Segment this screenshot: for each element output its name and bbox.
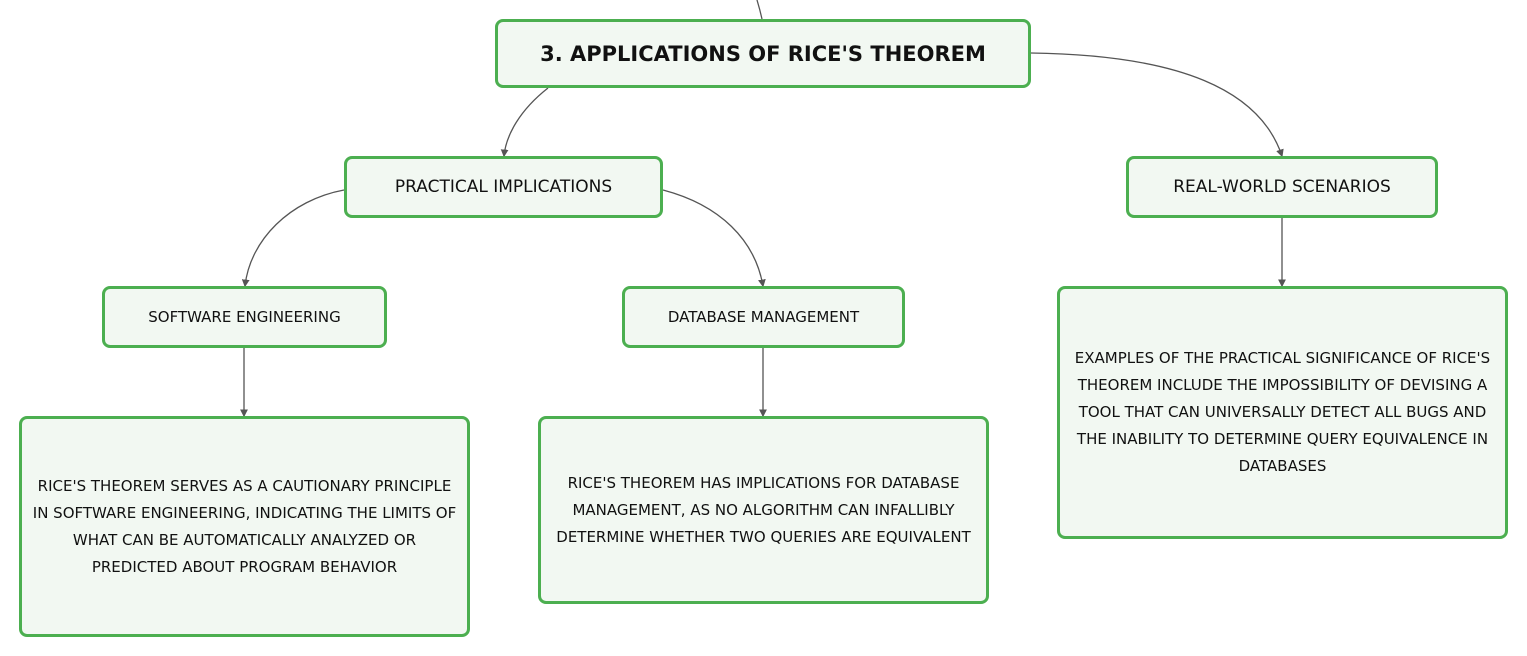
node-database-management-label: DATABASE MANAGEMENT [667, 308, 860, 326]
node-practical-implications[interactable]: PRACTICAL IMPLICATIONS [344, 156, 663, 218]
node-software-engineering-detail[interactable]: RICE'S THEOREM SERVES AS A CAUTIONARY PR… [19, 416, 470, 637]
connector-root-to-practical [500, 87, 549, 158]
node-software-engineering-label: SOFTWARE ENGINEERING [148, 308, 341, 326]
root-node[interactable]: 3. APPLICATIONS OF RICE'S THEOREM [495, 19, 1031, 88]
connector-practical-to-database [662, 189, 766, 288]
node-real-world-scenarios-detail-text: EXAMPLES OF THE PRACTICAL SIGNIFICANCE O… [1074, 349, 1491, 475]
root-node-label: 3. APPLICATIONS OF RICE'S THEOREM [540, 41, 986, 66]
node-real-world-scenarios-detail[interactable]: EXAMPLES OF THE PRACTICAL SIGNIFICANCE O… [1057, 286, 1508, 539]
connector-incoming-root [756, 0, 763, 20]
node-practical-implications-label: PRACTICAL IMPLICATIONS [394, 177, 613, 197]
node-database-management[interactable]: DATABASE MANAGEMENT [622, 286, 905, 348]
connector-root-to-realworld [1030, 52, 1284, 158]
node-database-management-detail-text: RICE'S THEOREM HAS IMPLICATIONS FOR DATA… [556, 473, 971, 546]
connector-practical-to-software [241, 189, 345, 288]
node-database-management-detail[interactable]: RICE'S THEOREM HAS IMPLICATIONS FOR DATA… [538, 416, 989, 604]
node-software-engineering[interactable]: SOFTWARE ENGINEERING [102, 286, 387, 348]
node-real-world-scenarios-label: REAL-WORLD SCENARIOS [1173, 177, 1391, 197]
node-software-engineering-detail-text: RICE'S THEOREM SERVES AS A CAUTIONARY PR… [32, 476, 457, 576]
node-real-world-scenarios[interactable]: REAL-WORLD SCENARIOS [1126, 156, 1438, 218]
